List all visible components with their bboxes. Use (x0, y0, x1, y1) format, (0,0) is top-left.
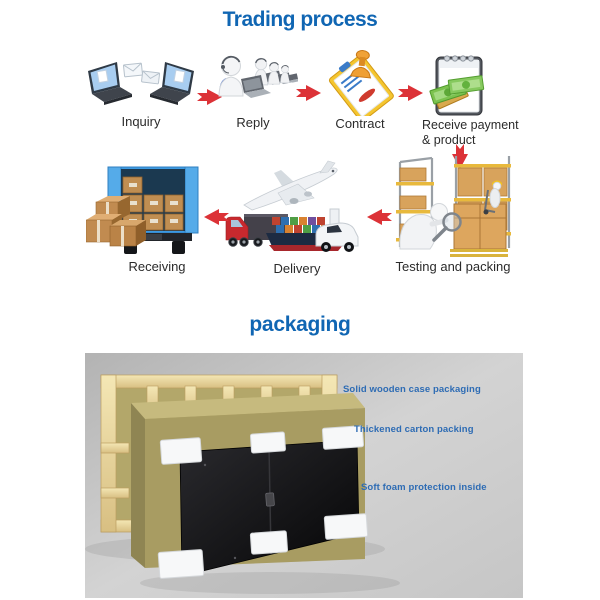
packaging-title: packaging (249, 313, 351, 336)
step-label-testing-packing: Testing and packing (395, 259, 511, 274)
banknotes-icon (429, 75, 485, 110)
packaging-illustration (85, 353, 523, 598)
support-agent-icon (280, 64, 298, 83)
trading-process-title: Trading process (222, 8, 378, 31)
reply-support-team-icon (218, 55, 298, 98)
annotation-carton: Thickened carton packing (354, 424, 474, 435)
receive-payment-line1: Receive payment (422, 118, 519, 132)
inquiry-laptops-email-icon (88, 62, 194, 105)
arrow-right-icon (197, 89, 222, 105)
binder-rings-icon (443, 55, 475, 62)
inspector-figure-magnifier-icon (399, 203, 462, 250)
receive-payment-money-clipboard-icon (429, 55, 485, 116)
magnifier-icon (442, 212, 462, 232)
step-label-inquiry: Inquiry (121, 114, 161, 129)
pallet-boxes-icon (450, 203, 508, 257)
packaging-photo: Solid wooden case packaging Thickened ca… (85, 353, 523, 598)
foam-corner-protectors-icon (157, 425, 369, 579)
arrow-down-icon (452, 144, 468, 169)
receive-payment-line2: & product (422, 132, 476, 147)
annotation-foam: Soft foam protection inside (361, 482, 487, 493)
worker-figure-icon (483, 180, 502, 215)
receiving-truck-icon (86, 166, 199, 254)
arrow-left-icon (204, 209, 229, 225)
arrow-left-icon (367, 209, 392, 225)
van-icon (315, 222, 359, 252)
cabinet-lock-icon (265, 492, 275, 507)
delivery-transport-icon (225, 160, 359, 252)
envelope-icon (123, 62, 161, 85)
arrow-right-icon (296, 85, 321, 101)
contract-stamp-clipboard-icon (328, 50, 394, 116)
testing-packing-warehouse-icon (396, 156, 511, 257)
laptop-right-icon (150, 62, 194, 105)
laptop-left-icon (88, 62, 132, 105)
arrow-right-icon (398, 85, 423, 101)
step-label-receiving: Receiving (128, 259, 186, 274)
step-label-reply: Reply (236, 115, 270, 130)
step-label-delivery: Delivery (273, 261, 321, 276)
airplane-icon (243, 160, 338, 211)
step-label-receive-payment: Receive payment & product (422, 118, 519, 147)
step-label-contract: Contract (335, 116, 385, 131)
support-agent-main-icon (218, 55, 271, 98)
annotation-wooden-case: Solid wooden case packaging (343, 384, 481, 395)
carton-stack-icon (86, 196, 146, 247)
rubber-stamp-icon (349, 50, 372, 79)
